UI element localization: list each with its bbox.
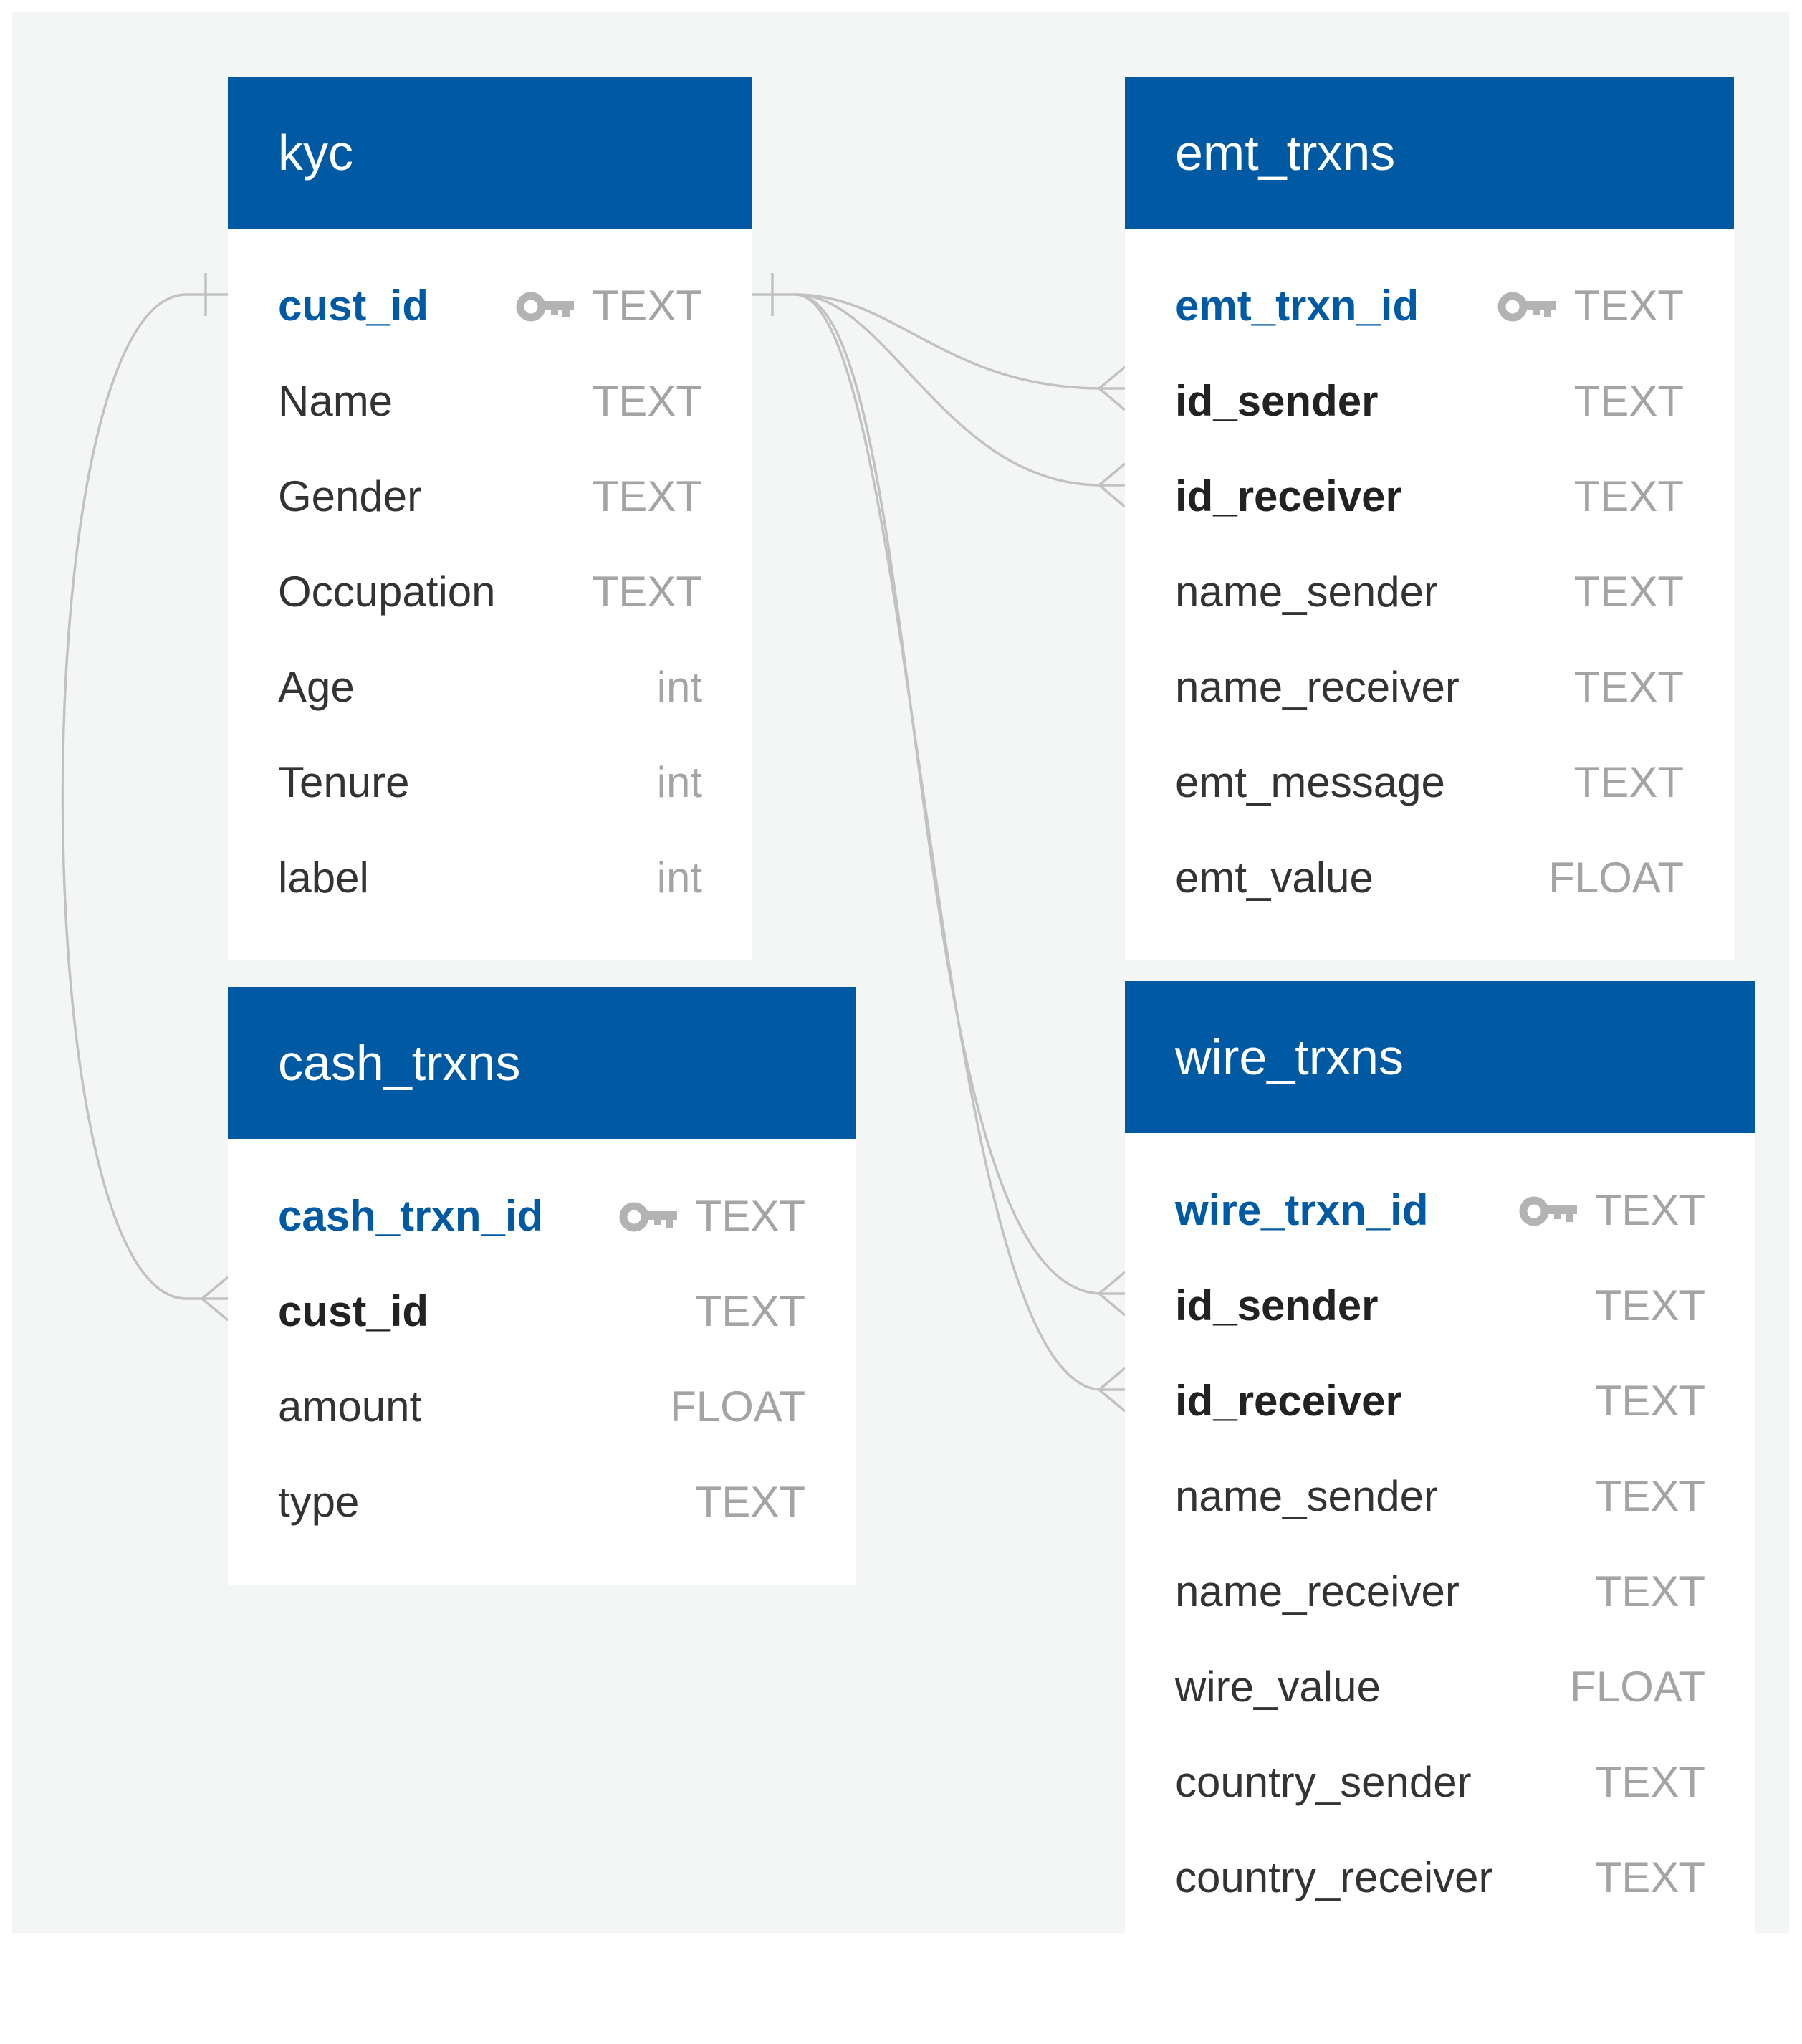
column-row[interactable]: name_receiver TEXT	[1125, 646, 1734, 741]
column-type: FLOAT	[1570, 1663, 1705, 1711]
column-type: TEXT	[592, 568, 702, 616]
column-row[interactable]: country_receiver TEXT	[1125, 1836, 1755, 1931]
column-row[interactable]: emt_message TEXT	[1125, 741, 1734, 836]
column-name: type	[278, 1478, 360, 1526]
column-row[interactable]: label int	[228, 836, 752, 932]
column-row[interactable]: wire_value FLOAT	[1125, 1646, 1755, 1741]
column-row[interactable]: Age int	[228, 646, 752, 741]
column-name: name_receiver	[1175, 1567, 1460, 1615]
column-row[interactable]: emt_value FLOAT	[1125, 836, 1734, 932]
column-row[interactable]: Occupation TEXT	[228, 550, 752, 646]
column-type: TEXT	[1573, 377, 1684, 425]
column-type: TEXT	[1595, 1758, 1705, 1806]
column-row[interactable]: name_sender TEXT	[1125, 1455, 1755, 1550]
column-type: TEXT	[695, 1287, 805, 1335]
column-row[interactable]: country_sender TEXT	[1125, 1741, 1755, 1836]
column-name: amount	[278, 1382, 422, 1431]
key-icon	[1519, 1196, 1577, 1226]
column-type: TEXT	[1595, 1186, 1705, 1234]
column-name: Gender	[278, 472, 422, 520]
column-row[interactable]: id_sender TEXT	[1125, 1264, 1755, 1360]
column-name: Tenure	[278, 758, 410, 806]
column-type: TEXT	[1573, 758, 1684, 806]
column-name: emt_message	[1175, 758, 1445, 806]
column-name: id_receiver	[1175, 472, 1402, 520]
column-name: Age	[278, 663, 355, 711]
column-row[interactable]: Name TEXT	[228, 360, 752, 455]
column-row[interactable]: cust_id TEXT	[228, 1270, 856, 1365]
column-name: wire_trxn_id	[1175, 1186, 1429, 1234]
column-name: emt_value	[1175, 854, 1374, 902]
column-type: TEXT	[1595, 1472, 1705, 1520]
column-type: int	[656, 663, 702, 711]
column-name: label	[278, 854, 369, 902]
column-name: country_receiver	[1175, 1853, 1493, 1901]
column-row[interactable]: Gender TEXT	[228, 455, 752, 550]
column-name: Occupation	[278, 568, 496, 616]
column-row[interactable]: cust_id TEXT	[228, 264, 752, 360]
column-type: FLOAT	[670, 1382, 805, 1431]
column-name: Name	[278, 377, 393, 425]
column-type: TEXT	[695, 1192, 805, 1240]
table-title: wire_trxns	[1125, 981, 1755, 1133]
column-type: TEXT	[1595, 1377, 1705, 1425]
column-row[interactable]: amount FLOAT	[228, 1365, 856, 1461]
column-row[interactable]: id_receiver TEXT	[1125, 1360, 1755, 1455]
column-name: id_sender	[1175, 377, 1379, 425]
column-row[interactable]: wire_trxn_id TEXT	[1125, 1169, 1755, 1264]
column-name: name_sender	[1175, 568, 1438, 616]
table-title: kyc	[228, 77, 752, 229]
column-type: TEXT	[1573, 472, 1684, 520]
column-row[interactable]: id_receiver TEXT	[1125, 455, 1734, 550]
column-type: TEXT	[1595, 1853, 1705, 1901]
key-icon	[1497, 292, 1556, 322]
column-name: country_sender	[1175, 1758, 1472, 1806]
column-row[interactable]: cash_trxn_id TEXT	[228, 1175, 856, 1270]
column-name: id_sender	[1175, 1281, 1379, 1329]
column-type: TEXT	[1595, 1281, 1705, 1329]
column-name: cust_id	[278, 282, 429, 330]
column-type: TEXT	[592, 282, 702, 330]
column-type: TEXT	[1595, 1567, 1705, 1615]
column-row[interactable]: emt_trxn_id TEXT	[1125, 264, 1734, 360]
key-icon	[619, 1202, 677, 1232]
column-name: emt_trxn_id	[1175, 282, 1419, 330]
column-name: wire_value	[1175, 1663, 1381, 1711]
column-row[interactable]: name_receiver TEXT	[1125, 1550, 1755, 1646]
column-name: id_receiver	[1175, 1377, 1402, 1425]
column-type: TEXT	[695, 1478, 805, 1526]
column-type: FLOAT	[1548, 854, 1684, 902]
column-name: name_sender	[1175, 1472, 1438, 1520]
table-title: emt_trxns	[1125, 77, 1734, 229]
table-title: cash_trxns	[228, 987, 856, 1139]
column-name: cust_id	[278, 1287, 429, 1335]
column-row[interactable]: id_sender TEXT	[1125, 360, 1734, 455]
column-type: int	[656, 854, 702, 902]
column-type: TEXT	[1573, 663, 1684, 711]
column-name: name_receiver	[1175, 663, 1460, 711]
column-row[interactable]: type TEXT	[228, 1461, 856, 1556]
column-row[interactable]: Tenure int	[228, 741, 752, 836]
column-type: int	[656, 758, 702, 806]
column-name: cash_trxn_id	[278, 1192, 544, 1240]
key-icon	[516, 292, 574, 322]
column-type: TEXT	[1573, 282, 1684, 330]
column-type: TEXT	[592, 377, 702, 425]
column-type: TEXT	[592, 472, 702, 520]
column-row[interactable]: name_sender TEXT	[1125, 550, 1734, 646]
column-type: TEXT	[1573, 568, 1684, 616]
